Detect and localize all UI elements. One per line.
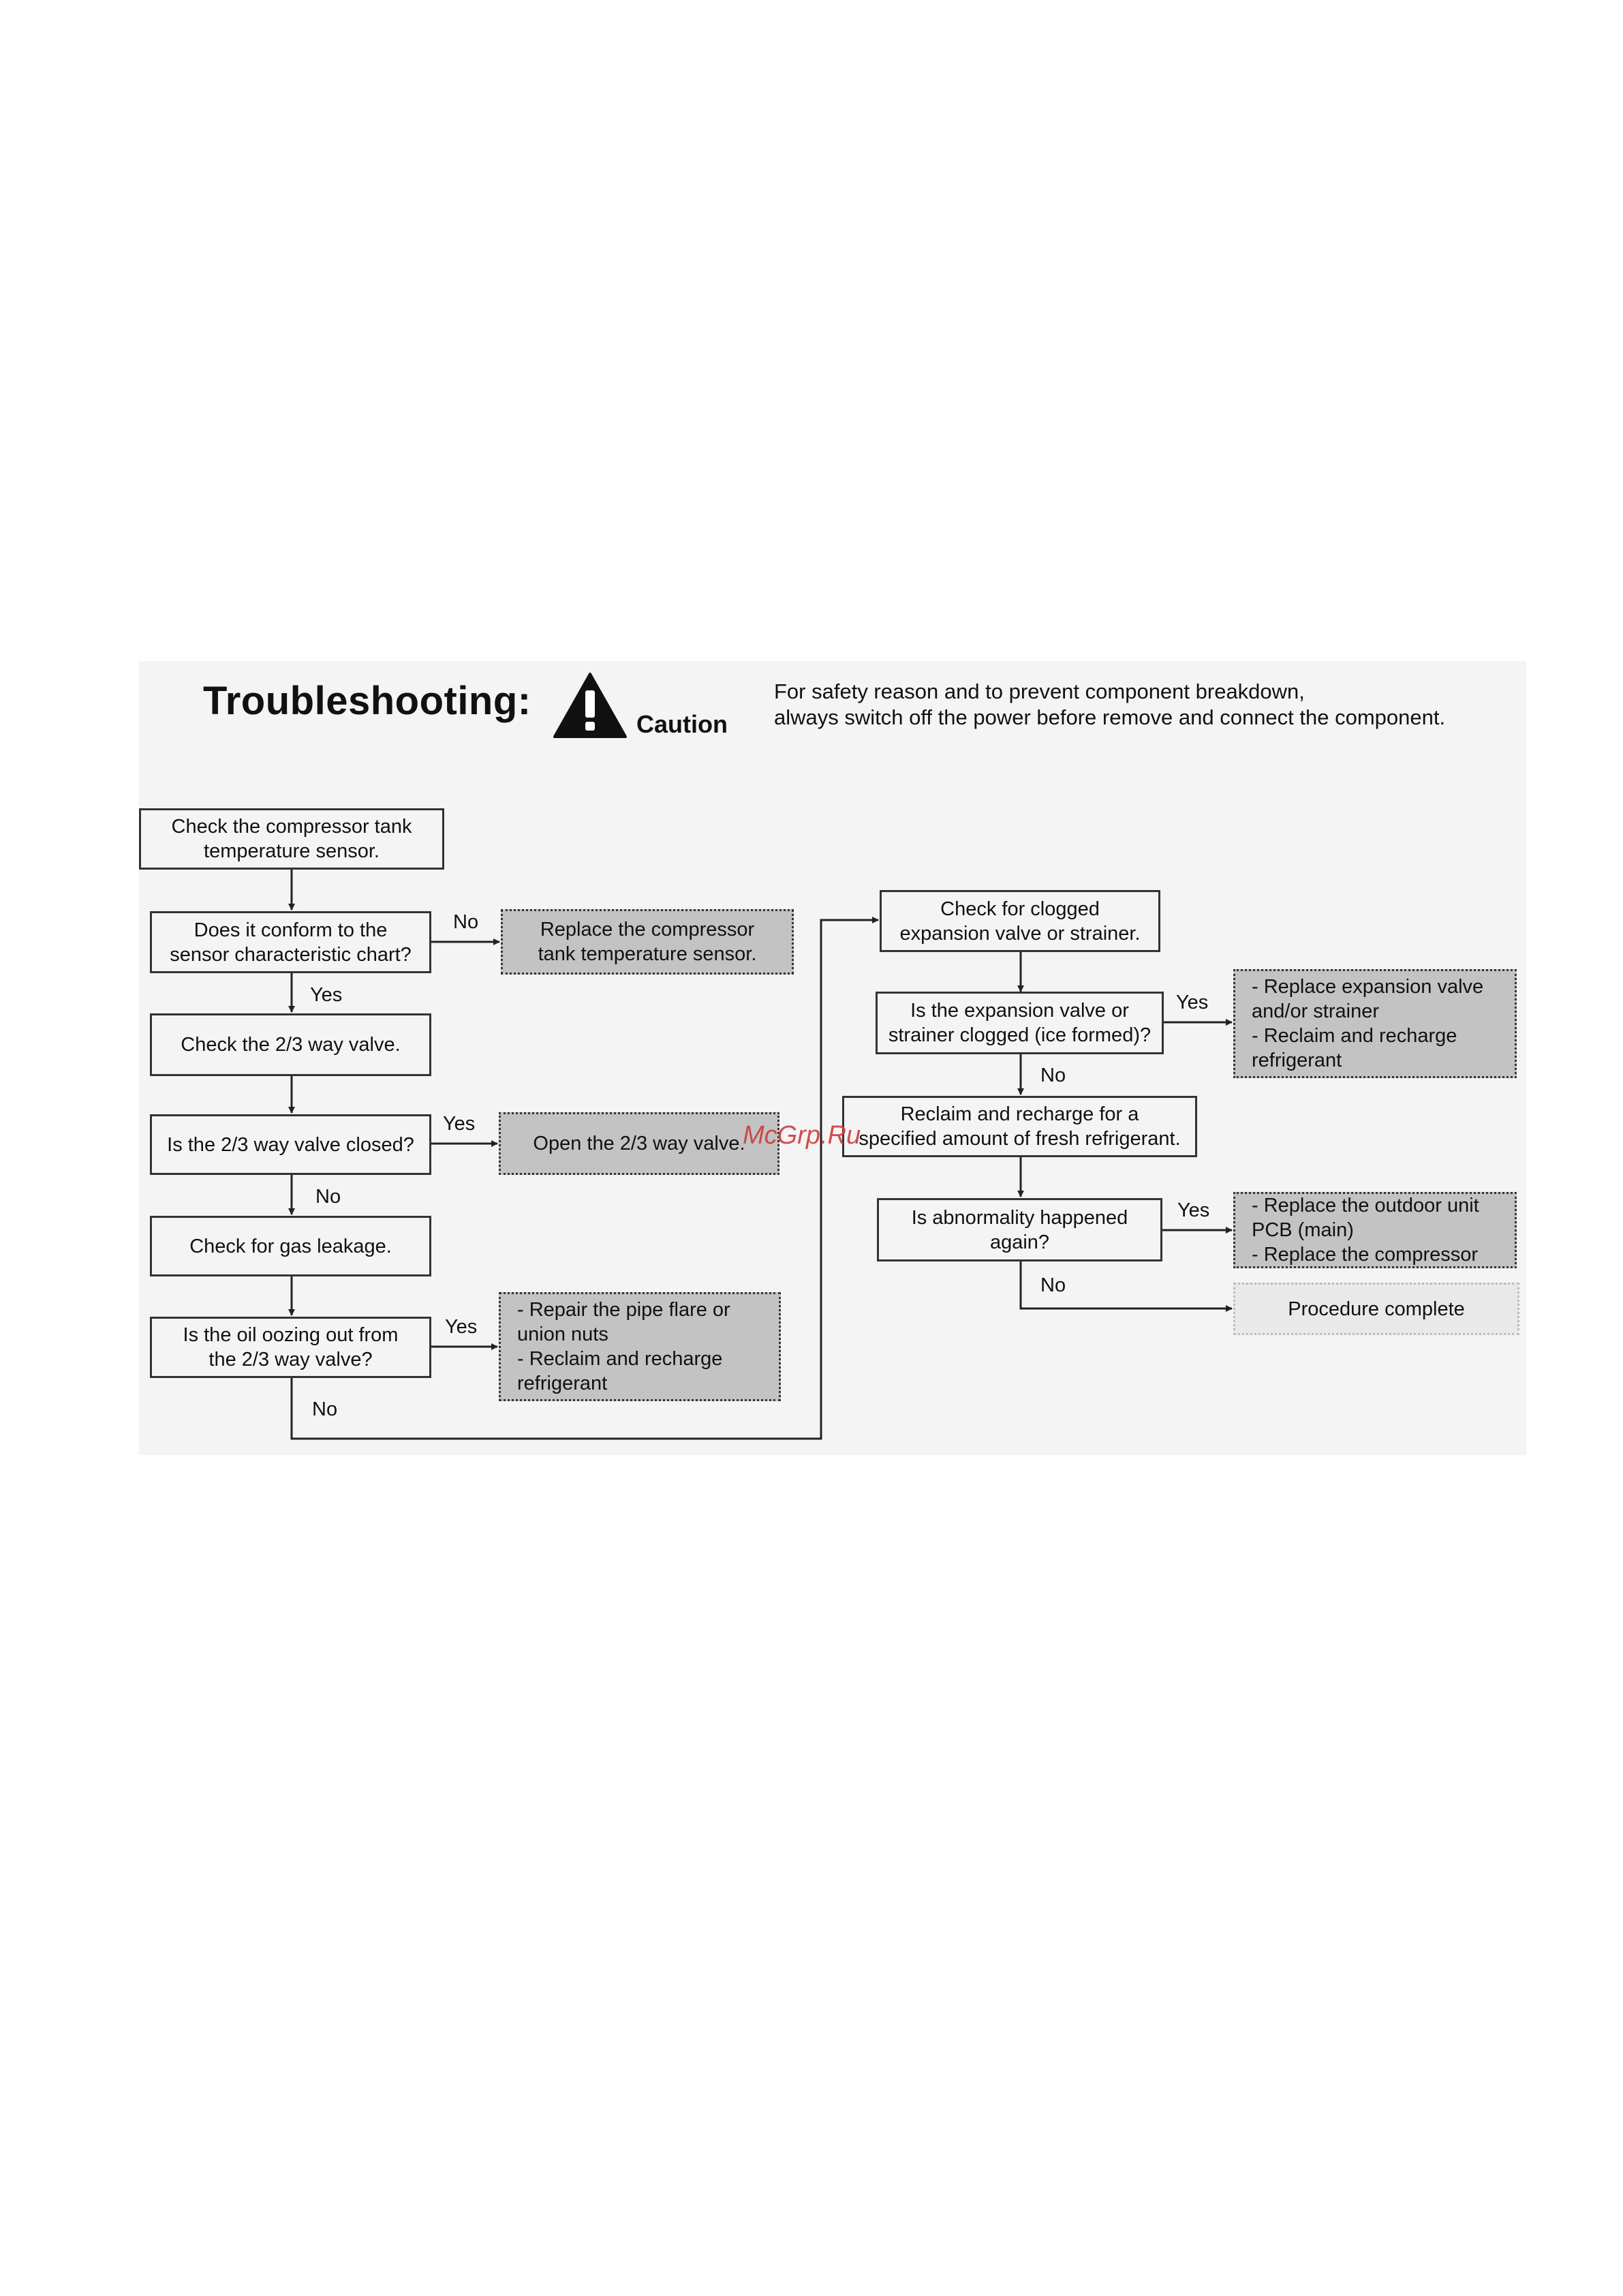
action-replace-pcb: - Replace the outdoor unit PCB (main) - … (1233, 1192, 1517, 1268)
step-reclaim-recharge: Reclaim and recharge for a specified amo… (842, 1096, 1197, 1157)
warning-icon (553, 673, 627, 738)
label-yes: Yes (1177, 1199, 1210, 1221)
label-yes: Yes (443, 1113, 476, 1135)
safety-note-line-1: For safety reason and to prevent compone… (774, 679, 1305, 703)
label-no: No (1040, 1065, 1066, 1086)
action-repair-flare: - Repair the pipe flare or union nuts - … (499, 1292, 781, 1401)
label-yes: Yes (445, 1316, 478, 1338)
label-no: No (312, 1398, 338, 1420)
label-no: No (453, 911, 479, 933)
question-valve-closed: Is the 2/3 way valve closed? (150, 1114, 431, 1175)
question-conform-chart: Does it conform to the sensor characteri… (150, 911, 431, 973)
caution-label: Caution (636, 710, 728, 738)
safety-note-line-2: always switch off the power before remov… (774, 705, 1446, 729)
action-replace-sensor: Replace the compressor tank temperature … (501, 909, 794, 975)
action-replace-expansion: - Replace expansion valve and/or straine… (1233, 969, 1517, 1078)
question-abnormality-again: Is abnormality happened again? (877, 1198, 1162, 1261)
edge-oil-no-to-clogged (290, 917, 879, 1440)
procedure-complete: Procedure complete (1233, 1283, 1519, 1335)
label-yes: Yes (1176, 992, 1209, 1013)
step-check-sensor: Check the compressor tank temperature se… (139, 808, 444, 870)
step-check-gas: Check for gas leakage. (150, 1216, 431, 1276)
action-open-valve: Open the 2/3 way valve. (499, 1112, 779, 1175)
question-oil-oozing: Is the oil oozing out from the 2/3 way v… (150, 1317, 431, 1378)
watermark: McGrp.Ru (743, 1121, 861, 1150)
step-check-valve: Check the 2/3 way valve. (150, 1013, 431, 1076)
label-no: No (315, 1186, 341, 1208)
label-no: No (1040, 1274, 1066, 1296)
question-expansion-clogged: Is the expansion valve or strainer clogg… (876, 992, 1164, 1054)
page-title: Troubleshooting: (203, 679, 531, 723)
edge-abnormal-no (1019, 1261, 1233, 1312)
label-yes: Yes (310, 984, 343, 1006)
step-check-clogged: Check for clogged expansion valve or str… (880, 890, 1160, 952)
